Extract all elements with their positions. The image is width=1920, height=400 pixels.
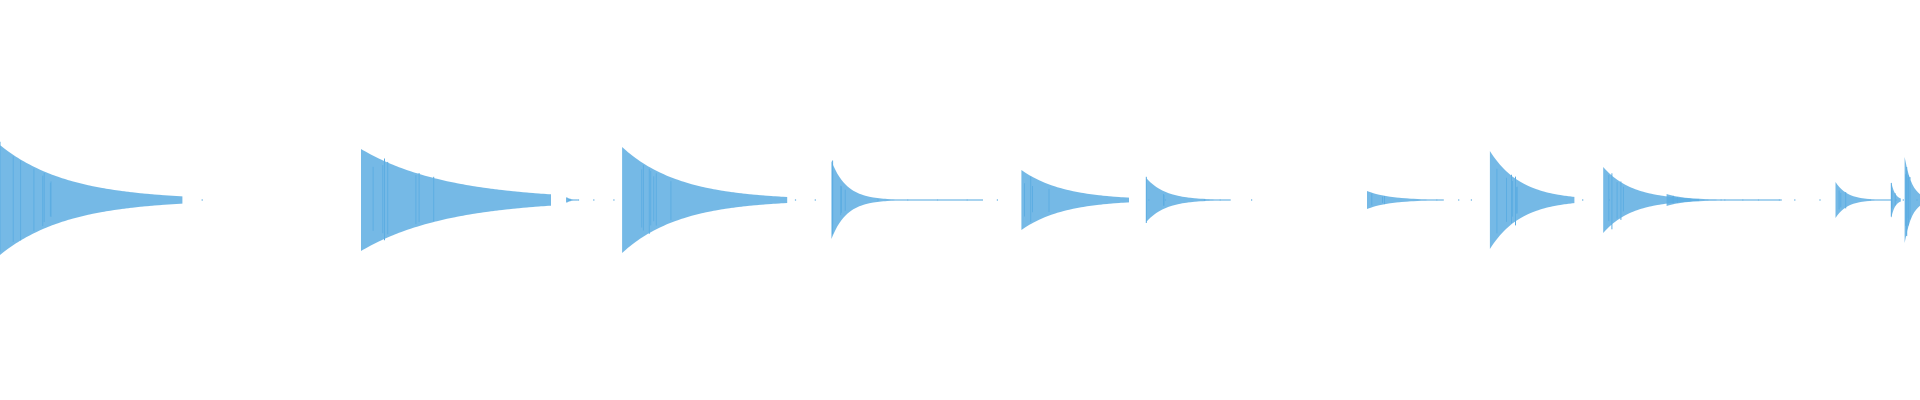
waveform-envelope <box>1835 182 1892 218</box>
waveform-transient <box>1666 194 1726 206</box>
waveform-transient <box>0 141 203 255</box>
waveform-envelope <box>1891 182 1901 218</box>
waveform-tail-sample <box>1794 199 1796 201</box>
waveform-tail-sample <box>613 199 615 201</box>
waveform-tail-sample <box>936 199 939 201</box>
waveform-tail-sample <box>1582 199 1584 201</box>
waveform-transient <box>1021 170 1167 230</box>
waveform-envelope <box>0 145 183 255</box>
waveform-transient <box>1489 151 1610 249</box>
waveform-tail-sample <box>996 199 998 201</box>
waveform-tail-sample <box>1203 199 1205 201</box>
waveform-transient <box>1890 182 1918 218</box>
waveform-tail-sample <box>1219 199 1221 201</box>
waveform-envelope <box>566 197 578 203</box>
waveform-transient <box>1835 182 1897 218</box>
waveform-tail-sample <box>794 199 797 201</box>
waveform-tail-sample <box>814 199 816 201</box>
waveform-envelope <box>1146 178 1231 222</box>
waveform-tail-sample <box>1436 199 1438 201</box>
waveform-transient <box>831 160 998 239</box>
waveform-tail-sample <box>201 199 203 201</box>
waveform-envelope <box>1367 191 1444 209</box>
waveform-transient <box>1367 191 1472 209</box>
waveform-envelope <box>361 149 551 251</box>
waveform-tail-sample <box>1778 199 1780 201</box>
waveform-envelope <box>1021 170 1129 230</box>
waveform-tail-sample <box>907 199 909 201</box>
waveform-envelope <box>1666 194 1700 206</box>
waveform-tail-sample <box>1902 199 1904 201</box>
waveform-transient <box>1145 176 1253 223</box>
waveform-envelope <box>622 147 788 253</box>
waveform-tail-sample <box>877 199 879 201</box>
waveform-transient <box>1904 157 1920 243</box>
waveform-tail-sample <box>1720 199 1722 201</box>
waveform-tail-sample <box>1470 199 1472 201</box>
waveform-tail-sample <box>1724 199 1726 201</box>
waveform-tail-sample <box>1251 199 1253 201</box>
waveform-tail-sample <box>1458 199 1460 201</box>
waveform-tail-sample <box>593 199 595 201</box>
waveform-tail-sample <box>1870 199 1872 201</box>
waveform-transient <box>566 197 615 203</box>
waveform-tail-sample <box>966 199 968 201</box>
waveform-tail-sample <box>1757 199 1760 201</box>
waveform-tail-sample <box>1819 199 1821 201</box>
waveform-transient <box>361 149 551 251</box>
waveform-envelope <box>1489 151 1575 249</box>
waveform-transient <box>622 147 816 253</box>
waveform-tail-sample <box>1742 199 1744 201</box>
waveform-tail-sample <box>577 199 580 201</box>
